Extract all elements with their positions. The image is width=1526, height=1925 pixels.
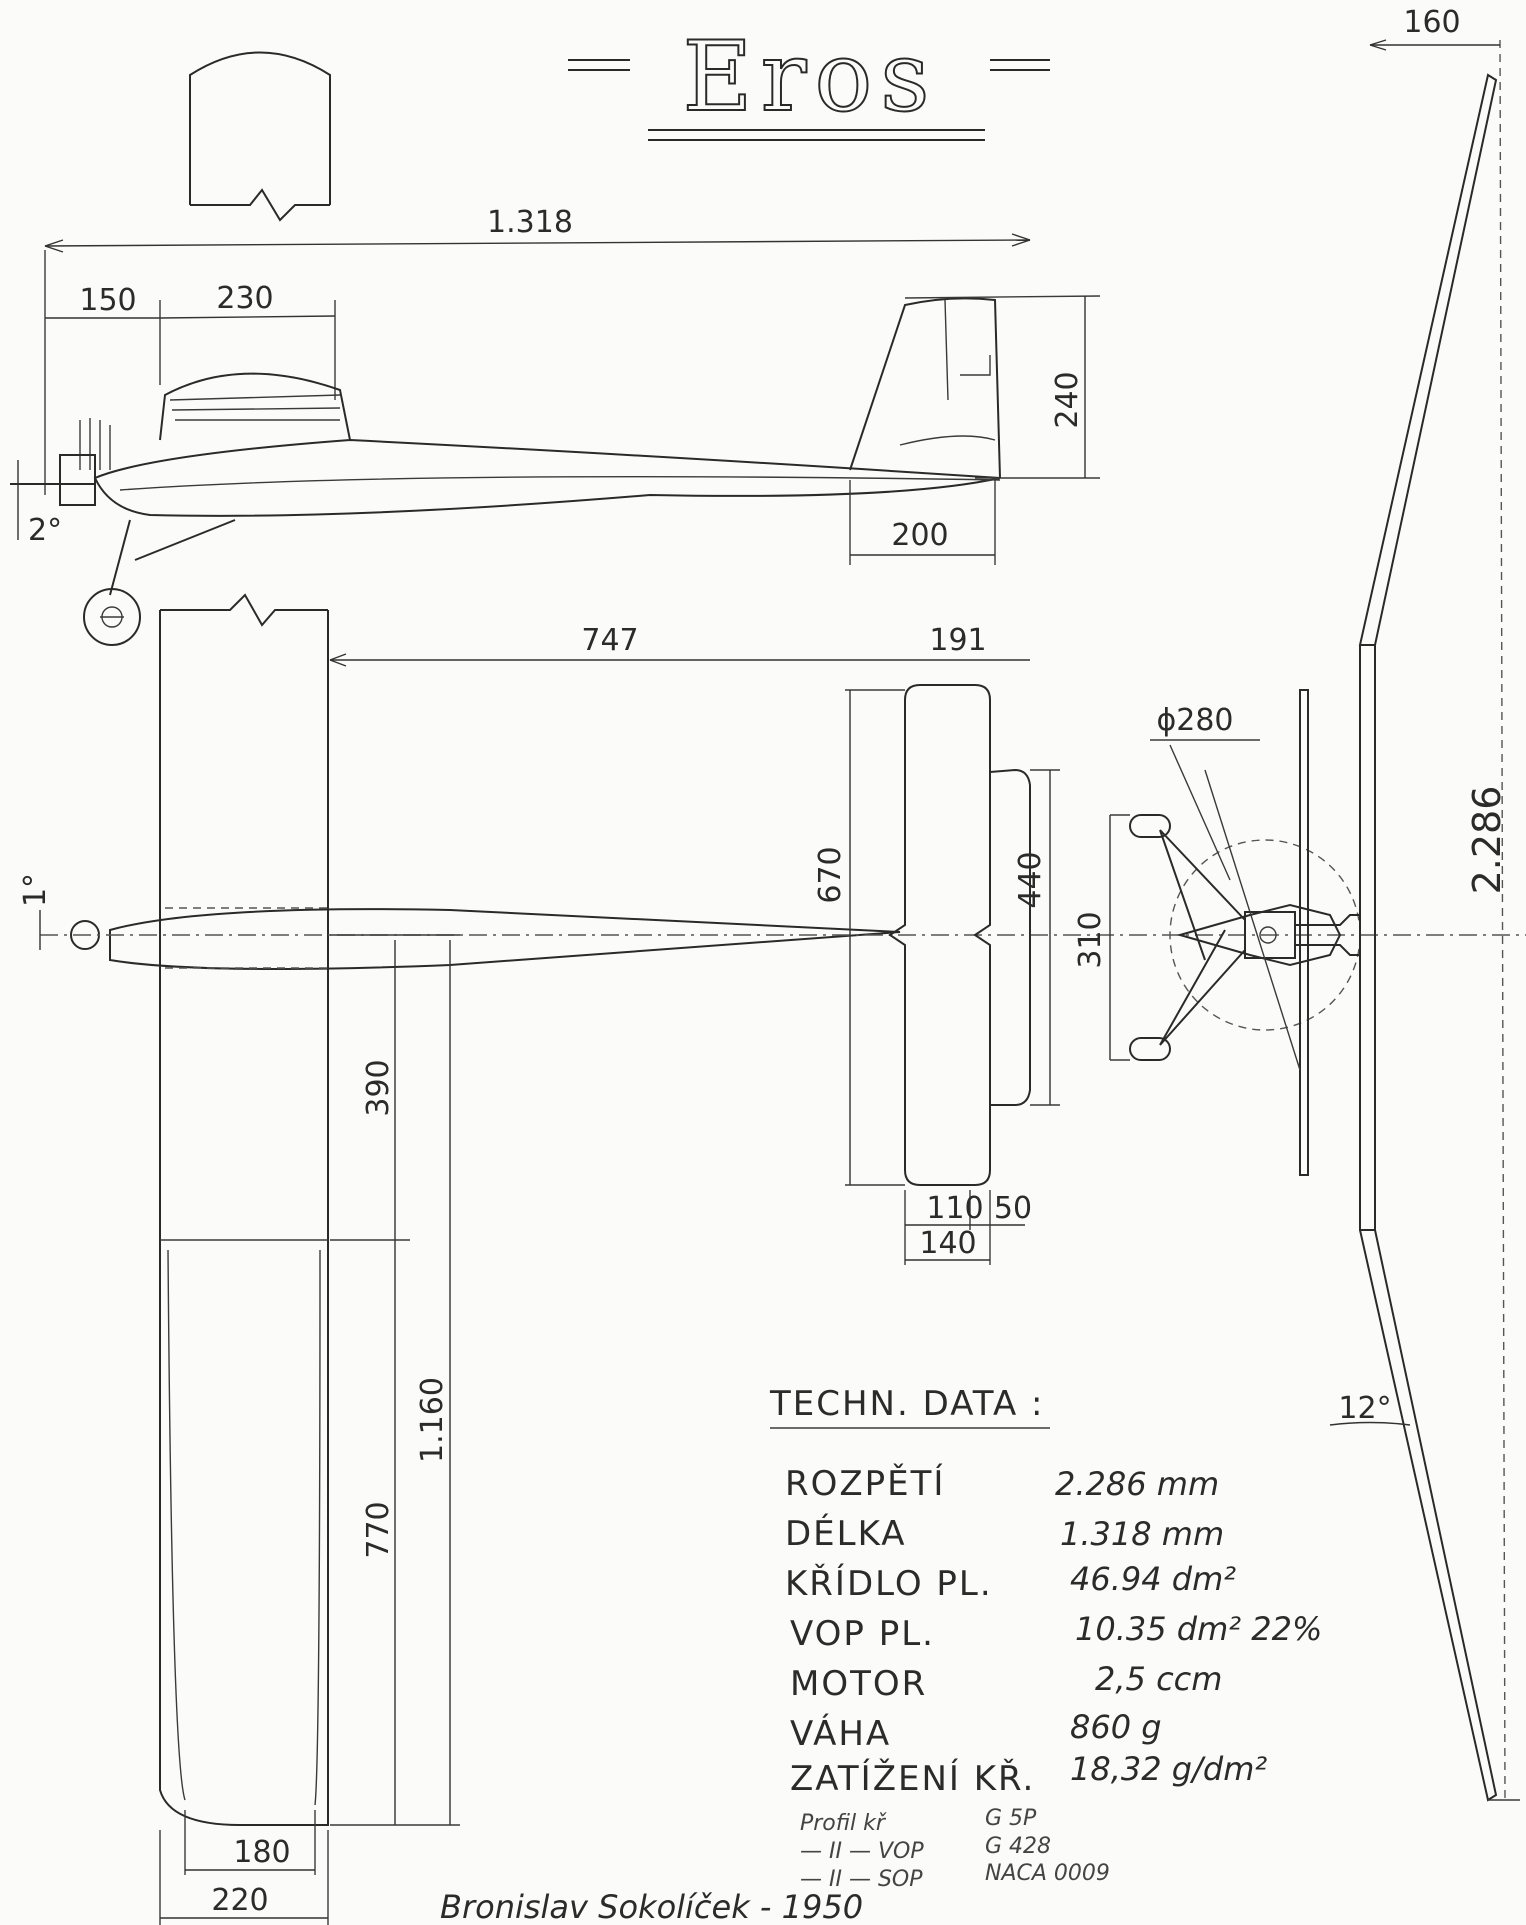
tech-value-span: 2.286 mm	[1055, 1465, 1219, 1503]
tech-data-table: TECHN. DATA : ROZPĚTÍ 2.286 mm DÉLKA 1.3…	[769, 1384, 1322, 1892]
dim-wheel-track: 310	[1073, 911, 1108, 968]
tech-label-motor: MOTOR	[790, 1664, 927, 1704]
author-signature: Bronislav Sokolíček - 1950	[440, 1888, 863, 1925]
dim-span: 2.286	[1465, 786, 1509, 895]
profile-label-wing: Profil kř	[800, 1811, 887, 1836]
dim-wing-to-stab: 747	[581, 623, 638, 658]
tech-label-loading: ZATÍŽENÍ KŘ.	[790, 1758, 1035, 1799]
dim-stab-root-a: 110	[926, 1191, 983, 1226]
dim-dihedral-angle: 12°	[1338, 1391, 1391, 1426]
dim-root-chord: 220	[211, 1883, 268, 1918]
title-block: Eros	[568, 20, 1050, 141]
dim-length: 1.318	[487, 205, 573, 240]
tech-label-wing-area: KŘÍDLO PL.	[785, 1563, 993, 1604]
dim-tip-chord: 180	[233, 1835, 290, 1870]
title: Eros	[682, 21, 937, 133]
dim-wing-chord: 230	[216, 281, 273, 316]
profile-value-fin: NACA 0009	[985, 1861, 1110, 1886]
tech-data-heading: TECHN. DATA :	[769, 1384, 1044, 1424]
dim-prop-dia: ϕ280	[1156, 703, 1233, 738]
tech-value-length: 1.318 mm	[1060, 1515, 1224, 1553]
tech-value-weight: 860 g	[1070, 1708, 1162, 1746]
dim-stab-root-c: 140	[919, 1226, 976, 1261]
dim-dihedral-top: 160	[1403, 5, 1460, 40]
dim-stab-inner: 440	[1013, 851, 1048, 908]
dim-fin-base: 200	[891, 518, 948, 553]
top-view: 1° 747 191 670 440 110 50 140 390	[18, 593, 1526, 1925]
profile-label-fin: — II — SOP	[800, 1867, 923, 1892]
tech-value-motor: 2,5 ccm	[1095, 1660, 1222, 1698]
front-view: ϕ280 310 160 2.286 12°	[1073, 5, 1520, 1802]
profile-label-stab: — II — VOP	[800, 1839, 924, 1864]
tech-label-weight: VÁHA	[790, 1713, 891, 1754]
tech-value-wing-area: 46.94 dm²	[1070, 1560, 1236, 1598]
tech-label-stab-area: VOP PL.	[790, 1614, 935, 1654]
tech-label-span: ROZPĚTÍ	[785, 1463, 945, 1504]
tech-value-loading: 18,32 g/dm²	[1070, 1750, 1267, 1788]
tech-value-stab-area: 10.35 dm² 22%	[1075, 1610, 1322, 1648]
profile-value-wing: G 5P	[985, 1806, 1037, 1831]
tech-label-length: DÉLKA	[785, 1513, 907, 1554]
dim-fin-height: 240	[1050, 371, 1085, 428]
dim-nose: 150	[79, 283, 136, 318]
wing-tip-detail	[189, 51, 331, 222]
dim-wing-inner: 390	[361, 1059, 396, 1116]
dim-stab-length: 191	[929, 623, 986, 658]
side-view: 1.318 150 230 2° 240	[10, 205, 1101, 646]
dim-wing-outer: 770	[361, 1501, 396, 1558]
dim-wing-half: 1.160	[415, 1377, 450, 1463]
dim-thrust-angle: 1°	[18, 873, 53, 907]
profile-value-stab: G 428	[985, 1834, 1051, 1859]
dim-stab-span: 670	[813, 846, 848, 903]
dim-stab-root-b: 50	[994, 1191, 1032, 1226]
dim-incidence: 2°	[28, 513, 62, 548]
